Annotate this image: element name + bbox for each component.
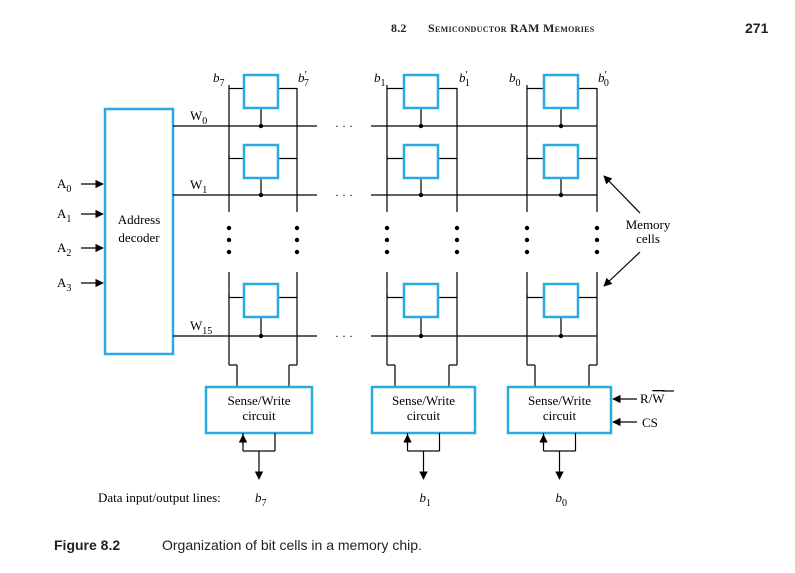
address-decoder-label-2: decoder xyxy=(118,230,160,245)
bit-line-continuation-dot-0-1-1 xyxy=(294,237,300,243)
word-line-label-0: W0 xyxy=(190,108,207,127)
memory-cells-callout-arrow-lower xyxy=(603,251,641,287)
figure-caption-text: Organization of bit cells in a memory ch… xyxy=(162,537,422,553)
bit-line-continuation-dot-2-1-2 xyxy=(594,249,600,255)
header-section-number: 8.2 xyxy=(391,21,407,35)
bit-line-continuation-dot-1-0-2 xyxy=(384,249,390,255)
sense-write-box-0 xyxy=(204,385,314,435)
page-number: 271 xyxy=(745,20,769,36)
bit-line-label-3: b′1 xyxy=(459,69,470,89)
address-decoder-box xyxy=(103,107,175,356)
bit-line-continuation-dot-0-0-0 xyxy=(226,225,232,231)
memory-cell-0-2 xyxy=(242,282,280,319)
address-input-label-0: A0 xyxy=(57,176,71,195)
bit-line-continuation-dot-1-0-0 xyxy=(384,225,390,231)
rw-label: R/W xyxy=(640,391,665,406)
word-line-label-2: W15 xyxy=(190,318,212,337)
sense-write-label-1-2: Sense/Write xyxy=(528,393,591,408)
memory-cell-0-0 xyxy=(242,73,280,110)
memory-cell-1-0 xyxy=(402,73,440,110)
figure-caption-label: Figure 8.2 xyxy=(54,537,121,553)
bit-line-continuation-dot-0-0-2 xyxy=(226,249,232,255)
sense-write-label-1-0: Sense/Write xyxy=(227,393,290,408)
bit-line-continuation-dot-2-0-1 xyxy=(524,237,530,243)
data-io-line-label-0: b7 xyxy=(255,490,267,509)
bit-line-continuation-dot-0-1-2 xyxy=(294,249,300,255)
memory-cells-label-2: cells xyxy=(636,231,660,246)
word-line-ellipsis-1: · · · xyxy=(335,188,353,202)
sense-write-label-2-2: circuit xyxy=(543,408,577,423)
sense-write-box-1 xyxy=(370,385,477,435)
data-io-label: Data input/output lines: xyxy=(98,490,221,505)
bit-line-label-4: b0 xyxy=(509,70,521,89)
memory-cell-0-1 xyxy=(242,143,280,180)
header-section-title: Semiconductor RAM Memories xyxy=(428,21,595,35)
bit-line-continuation-dot-0-1-0 xyxy=(294,225,300,231)
bit-line-continuation-dot-2-0-0 xyxy=(524,225,530,231)
memory-cell-1-2 xyxy=(402,282,440,319)
data-io-line-label-1: b1 xyxy=(420,490,432,509)
bit-line-continuation-dot-2-0-2 xyxy=(524,249,530,255)
cs-label: CS xyxy=(642,415,658,430)
word-line-ellipsis-2: · · · xyxy=(335,329,353,343)
address-input-label-2: A2 xyxy=(57,240,71,259)
address-input-label-1: A1 xyxy=(57,206,71,225)
sense-write-label-2-0: circuit xyxy=(242,408,276,423)
word-line-label-1: W1 xyxy=(190,177,207,196)
sense-write-box-2 xyxy=(506,385,613,435)
address-input-label-3: A3 xyxy=(57,275,71,294)
bit-line-label-0: b7 xyxy=(213,70,225,89)
memory-cell-2-1 xyxy=(542,143,580,180)
data-io-line-label-2: b0 xyxy=(556,490,568,509)
memory-cells-callout-arrow-upper xyxy=(603,175,641,214)
memory-cells-label-1: Memory xyxy=(626,217,671,232)
bit-line-continuation-dot-2-1-0 xyxy=(594,225,600,231)
bit-line-continuation-dot-1-1-1 xyxy=(454,237,460,243)
bit-line-label-1: b′7 xyxy=(298,69,309,89)
address-decoder-label-1: Address xyxy=(118,212,161,227)
bit-line-label-5: b′0 xyxy=(598,69,609,89)
bit-line-continuation-dot-1-1-2 xyxy=(454,249,460,255)
sense-write-label-1-1: Sense/Write xyxy=(392,393,455,408)
bit-line-continuation-dot-1-1-0 xyxy=(454,225,460,231)
memory-cell-1-1 xyxy=(402,143,440,180)
memory-cell-2-0 xyxy=(542,73,580,110)
word-line-ellipsis-0: · · · xyxy=(335,119,353,133)
bit-line-continuation-dot-2-1-1 xyxy=(594,237,600,243)
memory-cell-2-2 xyxy=(542,282,580,319)
bit-line-continuation-dot-0-0-1 xyxy=(226,237,232,243)
bit-line-label-2: b1 xyxy=(374,70,386,89)
sense-write-label-2-1: circuit xyxy=(407,408,441,423)
bit-line-continuation-dot-1-0-1 xyxy=(384,237,390,243)
